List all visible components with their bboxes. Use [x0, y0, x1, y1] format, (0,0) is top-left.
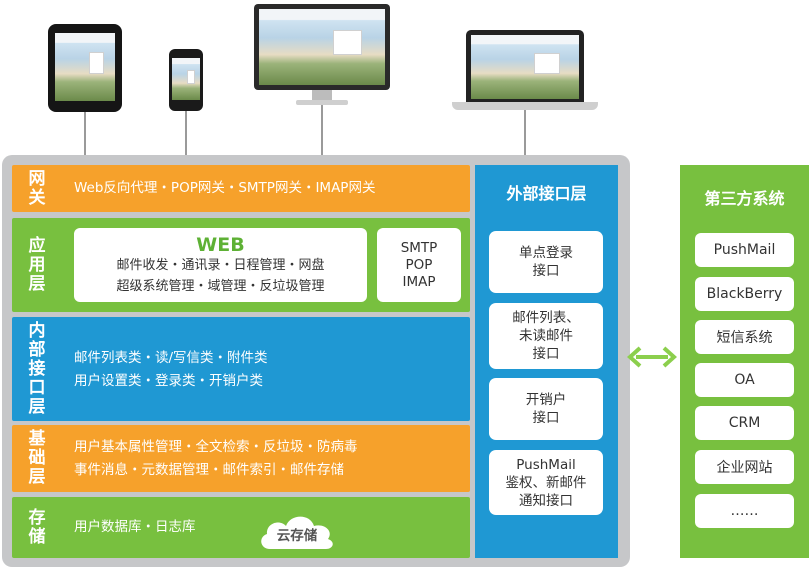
internal-interface-label: 内部接口层: [28, 320, 46, 417]
cloud-storage-label: 云存储: [276, 528, 318, 544]
ext-mail-list-interface: 邮件列表、 未读邮件 接口: [489, 303, 603, 369]
foundation-layer-label: 基础层: [28, 429, 46, 487]
monitor-base: [296, 100, 348, 105]
storage-layer-label: 存储: [28, 507, 46, 547]
foundation-line-1: 用户基本属性管理・全文检索・反垃圾・防病毒: [74, 439, 358, 455]
third-party-crm: CRM: [695, 406, 794, 440]
third-party-title: 第三方系统: [704, 189, 785, 208]
monitor-stand: [312, 90, 332, 100]
foundation-layer: 基础层 用户基本属性管理・全文检索・反垃圾・防病毒 事件消息・元数据管理・邮件索…: [12, 425, 470, 492]
ext-pushmail-interface: PushMail 鉴权、新邮件 通知接口: [489, 450, 603, 515]
application-layer-label: 应用层: [28, 235, 46, 294]
tablet-icon: [48, 24, 122, 112]
protocol-smtp: SMTP: [400, 239, 438, 256]
third-party-pushmail: PushMail: [695, 233, 794, 267]
gateway-layer-label: 网关: [28, 168, 46, 208]
internal-interface-layer: 内部接口层 邮件列表类・读/写信类・附件类 用户设置类・登录类・开销户类: [12, 317, 470, 421]
device-connector-line: [321, 105, 323, 156]
web-features-line-2: 超级系统管理・域管理・反垃圾管理: [116, 279, 325, 294]
foundation-line-2: 事件消息・元数据管理・邮件索引・邮件存储: [74, 462, 344, 478]
device-connector-line: [524, 110, 526, 156]
bidirectional-arrow-icon: [627, 346, 677, 368]
cloud-icon: [261, 516, 333, 549]
web-module-box: WEB 邮件收发・通讯录・日程管理・网盘 超级系统管理・域管理・反垃圾管理: [74, 228, 367, 302]
third-party-more: ……: [695, 494, 794, 528]
storage-text: 用户数据库・日志库: [74, 519, 196, 535]
third-party-sms-system: 短信系统: [695, 320, 794, 354]
third-party-enterprise-website: 企业网站: [695, 450, 794, 484]
protocol-pop: POP: [405, 256, 433, 273]
phone-icon: [169, 49, 203, 111]
monitor-icon: [254, 4, 390, 90]
laptop-base: [452, 102, 598, 110]
ext-sso-interface: 单点登录 接口: [489, 231, 603, 293]
gateway-layer: 网关 Web反向代理・POP网关・SMTP网关・IMAP网关: [12, 165, 470, 212]
device-connector-line: [185, 111, 187, 156]
external-interface-title: 外部接口层: [506, 184, 587, 203]
web-features-line-1: 邮件收发・通讯录・日程管理・网盘: [116, 258, 325, 273]
device-connector-line: [84, 112, 86, 156]
laptop-icon: [466, 30, 584, 102]
third-party-blackberry: BlackBerry: [695, 277, 794, 311]
storage-layer: 存储 用户数据库・日志库: [12, 497, 470, 558]
internal-interface-line-2: 用户设置类・登录类・开销户类: [74, 373, 263, 389]
web-title: WEB: [196, 234, 245, 256]
third-party-oa: OA: [695, 363, 794, 397]
internal-interface-line-1: 邮件列表类・读/写信类・附件类: [74, 350, 268, 366]
gateway-layer-text: Web反向代理・POP网关・SMTP网关・IMAP网关: [74, 180, 376, 196]
protocol-box: SMTP POP IMAP: [377, 228, 461, 302]
ext-account-interface: 开销户 接口: [489, 378, 603, 440]
protocol-imap: IMAP: [402, 273, 436, 290]
third-party-column: [680, 165, 809, 558]
